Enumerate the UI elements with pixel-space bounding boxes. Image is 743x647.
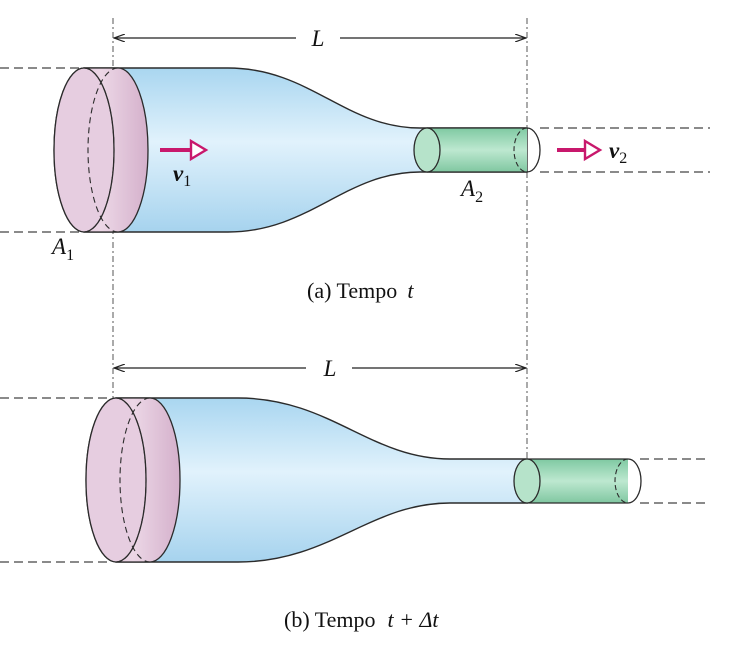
velocity-label-v1: v1 <box>173 161 191 190</box>
outlet-slug-a2 <box>413 127 541 173</box>
panel-a: L v1 <box>0 26 710 303</box>
length-label-a: L <box>311 26 325 51</box>
velocity-subscript-v2: 2 <box>619 150 627 167</box>
length-label-b: L <box>323 356 337 381</box>
outlet-slug-b <box>513 458 642 504</box>
area-subscript-a1: 1 <box>66 247 74 264</box>
inlet-disk-a1 <box>53 67 149 233</box>
length-dimension-a: L <box>114 26 526 51</box>
velocity-arrow-v2 <box>557 138 603 162</box>
caption-b-variable: t + Δt <box>388 607 440 632</box>
area-label-a1: A1 <box>50 234 74 264</box>
caption-a-variable: t <box>407 278 414 303</box>
velocity-label-v2: v2 <box>609 138 627 167</box>
area-label-a2: A2 <box>459 176 483 206</box>
area-subscript-a2: 2 <box>475 189 483 206</box>
length-dimension-b: L <box>114 356 526 381</box>
inlet-disk-b <box>85 397 181 563</box>
velocity-arrow-v1 <box>160 138 209 162</box>
velocity-subscript-v1: 1 <box>183 173 191 190</box>
